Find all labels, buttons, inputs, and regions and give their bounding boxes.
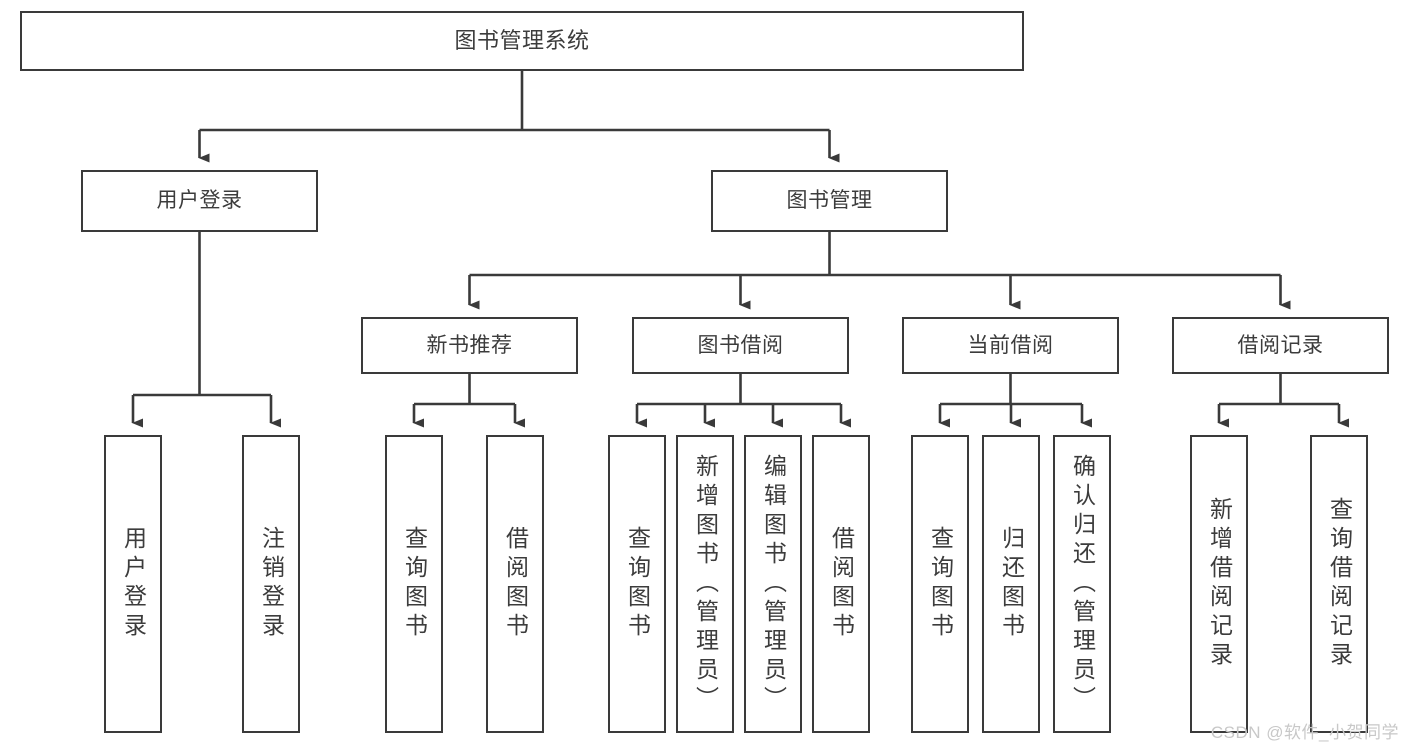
node-user-login-label: 用户登录 bbox=[156, 189, 243, 213]
node-current-borrow-label: 当前借阅 bbox=[967, 333, 1054, 357]
node-leaf-query-book-3[interactable]: 查询图书 bbox=[911, 435, 969, 733]
node-root[interactable]: 图书管理系统 bbox=[20, 11, 1024, 71]
node-book-borrow-label: 图书借阅 bbox=[697, 333, 784, 357]
node-borrow-record[interactable]: 借阅记录 bbox=[1172, 317, 1389, 374]
node-leaf-logout-label: 注销登录 bbox=[258, 526, 285, 642]
node-leaf-add-book-label: 新增图书（管理员） bbox=[692, 453, 719, 715]
node-borrow-record-label: 借阅记录 bbox=[1237, 333, 1324, 357]
node-leaf-confirm-return-label: 确认归还（管理员） bbox=[1069, 453, 1096, 715]
node-leaf-query-record[interactable]: 查询借阅记录 bbox=[1310, 435, 1368, 733]
node-leaf-query-book-2-label: 查询图书 bbox=[624, 526, 651, 642]
node-leaf-logout[interactable]: 注销登录 bbox=[242, 435, 300, 733]
node-leaf-borrow-book-2[interactable]: 借阅图书 bbox=[812, 435, 870, 733]
node-leaf-add-record[interactable]: 新增借阅记录 bbox=[1190, 435, 1248, 733]
node-leaf-edit-book[interactable]: 编辑图书（管理员） bbox=[744, 435, 802, 733]
node-leaf-query-book-1[interactable]: 查询图书 bbox=[385, 435, 443, 733]
node-leaf-add-book[interactable]: 新增图书（管理员） bbox=[676, 435, 734, 733]
node-leaf-borrow-book-1[interactable]: 借阅图书 bbox=[486, 435, 544, 733]
node-leaf-add-record-label: 新增借阅记录 bbox=[1206, 497, 1233, 671]
node-leaf-borrow-book-1-label: 借阅图书 bbox=[502, 526, 529, 642]
node-leaf-query-book-2[interactable]: 查询图书 bbox=[608, 435, 666, 733]
node-leaf-query-record-label: 查询借阅记录 bbox=[1326, 497, 1353, 671]
node-user-login[interactable]: 用户登录 bbox=[81, 170, 318, 232]
node-current-borrow[interactable]: 当前借阅 bbox=[902, 317, 1119, 374]
node-leaf-edit-book-label: 编辑图书（管理员） bbox=[760, 453, 787, 715]
node-leaf-confirm-return[interactable]: 确认归还（管理员） bbox=[1053, 435, 1111, 733]
node-leaf-return-book[interactable]: 归还图书 bbox=[982, 435, 1040, 733]
node-new-book-rec-label: 新书推荐 bbox=[426, 333, 513, 357]
node-book-manage-label: 图书管理 bbox=[786, 189, 873, 213]
node-leaf-query-book-3-label: 查询图书 bbox=[927, 526, 954, 642]
node-leaf-query-book-1-label: 查询图书 bbox=[401, 526, 428, 642]
csdn-watermark: CSDN @软件_小贺同学 bbox=[1210, 723, 1399, 742]
node-leaf-borrow-book-2-label: 借阅图书 bbox=[828, 526, 855, 642]
node-book-borrow[interactable]: 图书借阅 bbox=[632, 317, 849, 374]
node-root-label: 图书管理系统 bbox=[454, 27, 590, 53]
node-leaf-user-login[interactable]: 用户登录 bbox=[104, 435, 162, 733]
node-leaf-return-book-label: 归还图书 bbox=[998, 526, 1025, 642]
node-leaf-user-login-label: 用户登录 bbox=[120, 526, 147, 642]
node-book-manage[interactable]: 图书管理 bbox=[711, 170, 948, 232]
node-new-book-rec[interactable]: 新书推荐 bbox=[361, 317, 578, 374]
